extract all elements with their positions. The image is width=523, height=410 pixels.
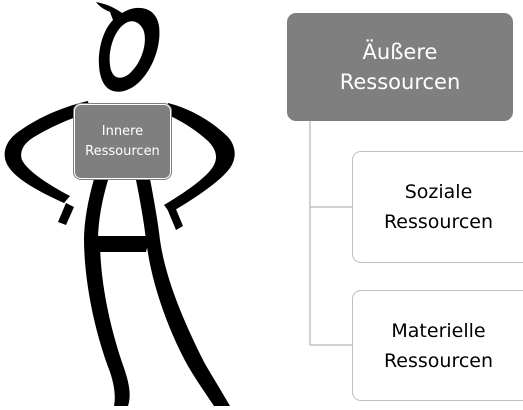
inner-resources-box: Innere Ressourcen <box>74 104 171 179</box>
figure-right-hand <box>166 202 183 230</box>
material-resources-box: Materielle Ressourcen <box>352 290 523 401</box>
inner-resources-label: Innere Ressourcen <box>85 123 160 159</box>
figure-right-arm <box>164 103 235 213</box>
figure-head <box>96 2 160 92</box>
figure-left-leg <box>84 238 130 406</box>
outer-resources-box: Äußere Ressourcen <box>287 13 513 121</box>
outer-resources-label: Äußere Ressourcen <box>339 40 461 94</box>
material-resources-label: Materielle Ressourcen <box>383 319 494 372</box>
social-resources-box: Soziale Ressourcen <box>352 151 523 263</box>
figure-left-hand <box>58 203 74 225</box>
figure-torso <box>84 179 160 240</box>
figure-crotch <box>96 236 150 252</box>
social-resources-label: Soziale Ressourcen <box>383 181 494 233</box>
figure-right-leg <box>146 238 230 406</box>
figure-left-arm <box>4 101 90 203</box>
